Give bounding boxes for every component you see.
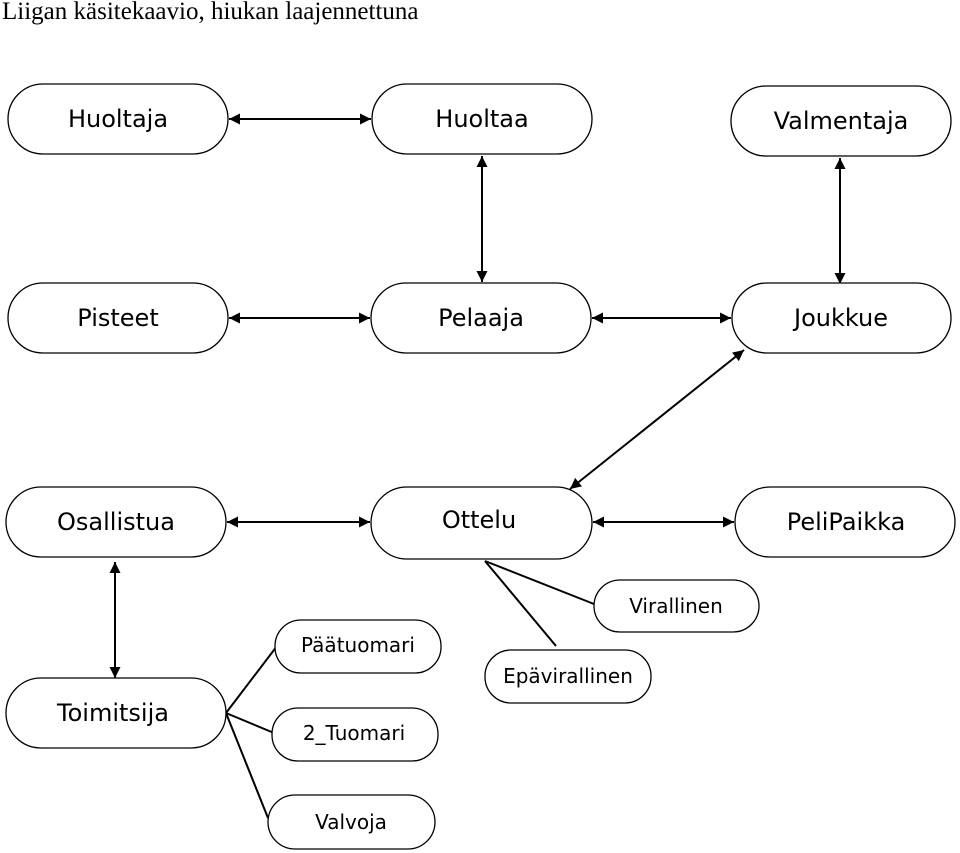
edge-ottelu-epavirallinen xyxy=(484,560,557,647)
node-epavirallinen: Epävirallinen xyxy=(484,649,652,704)
edge-joukkue-ottelu xyxy=(569,349,745,490)
node-huoltaja: Huoltaja xyxy=(7,83,229,155)
diagram-title: Liigan käsitekaavio, hiukan laajennettun… xyxy=(2,0,419,25)
node-virallinen: Virallinen xyxy=(593,579,760,633)
node-osallistua: Osallistua xyxy=(5,486,227,558)
node-valvoja: Valvoja xyxy=(267,794,436,850)
node-label: 2_Tuomari xyxy=(303,721,405,745)
node-2-tuomari: 2_Tuomari xyxy=(271,707,439,762)
node-label: Osallistua xyxy=(57,508,175,536)
node-label: Valmentaja xyxy=(774,107,909,135)
node-pisteet: Pisteet xyxy=(7,282,229,354)
node-toimitsija: Toimitsija xyxy=(5,677,227,749)
edge-toimitsija-2tuomari xyxy=(225,712,275,734)
node-joukkue: Joukkue xyxy=(731,282,952,354)
node-valmentaja: Valmentaja xyxy=(730,85,952,157)
node-label: Päätuomari xyxy=(301,633,415,657)
node-label: Huoltaa xyxy=(435,105,528,133)
node-label: Pelaaja xyxy=(438,304,524,332)
node-huoltaa: Huoltaa xyxy=(371,83,593,155)
node-label: Virallinen xyxy=(629,594,723,618)
node-pelipaikka: PeliPaikka xyxy=(734,486,956,558)
node-label: Toimitsija xyxy=(56,699,169,727)
node-label: Valvoja xyxy=(315,810,387,834)
edge-toimitsija-paatuomari xyxy=(225,645,278,714)
node-label: Ottelu xyxy=(442,506,516,534)
node-paatuomari: Päätuomari xyxy=(274,619,442,674)
edge-ottelu-virallinen xyxy=(484,560,595,605)
node-label: Joukkue xyxy=(792,304,888,332)
node-ottelu: Ottelu xyxy=(370,486,593,560)
nodes: Huoltaja Huoltaa Valmentaja Pisteet Pela… xyxy=(5,83,956,850)
node-label: Epävirallinen xyxy=(503,664,633,688)
node-label: PeliPaikka xyxy=(787,508,906,536)
edge-toimitsija-valvoja xyxy=(225,712,269,819)
node-label: Huoltaja xyxy=(68,105,168,133)
edges xyxy=(109,113,846,819)
node-pelaaja: Pelaaja xyxy=(370,282,592,354)
node-label: Pisteet xyxy=(77,304,158,332)
